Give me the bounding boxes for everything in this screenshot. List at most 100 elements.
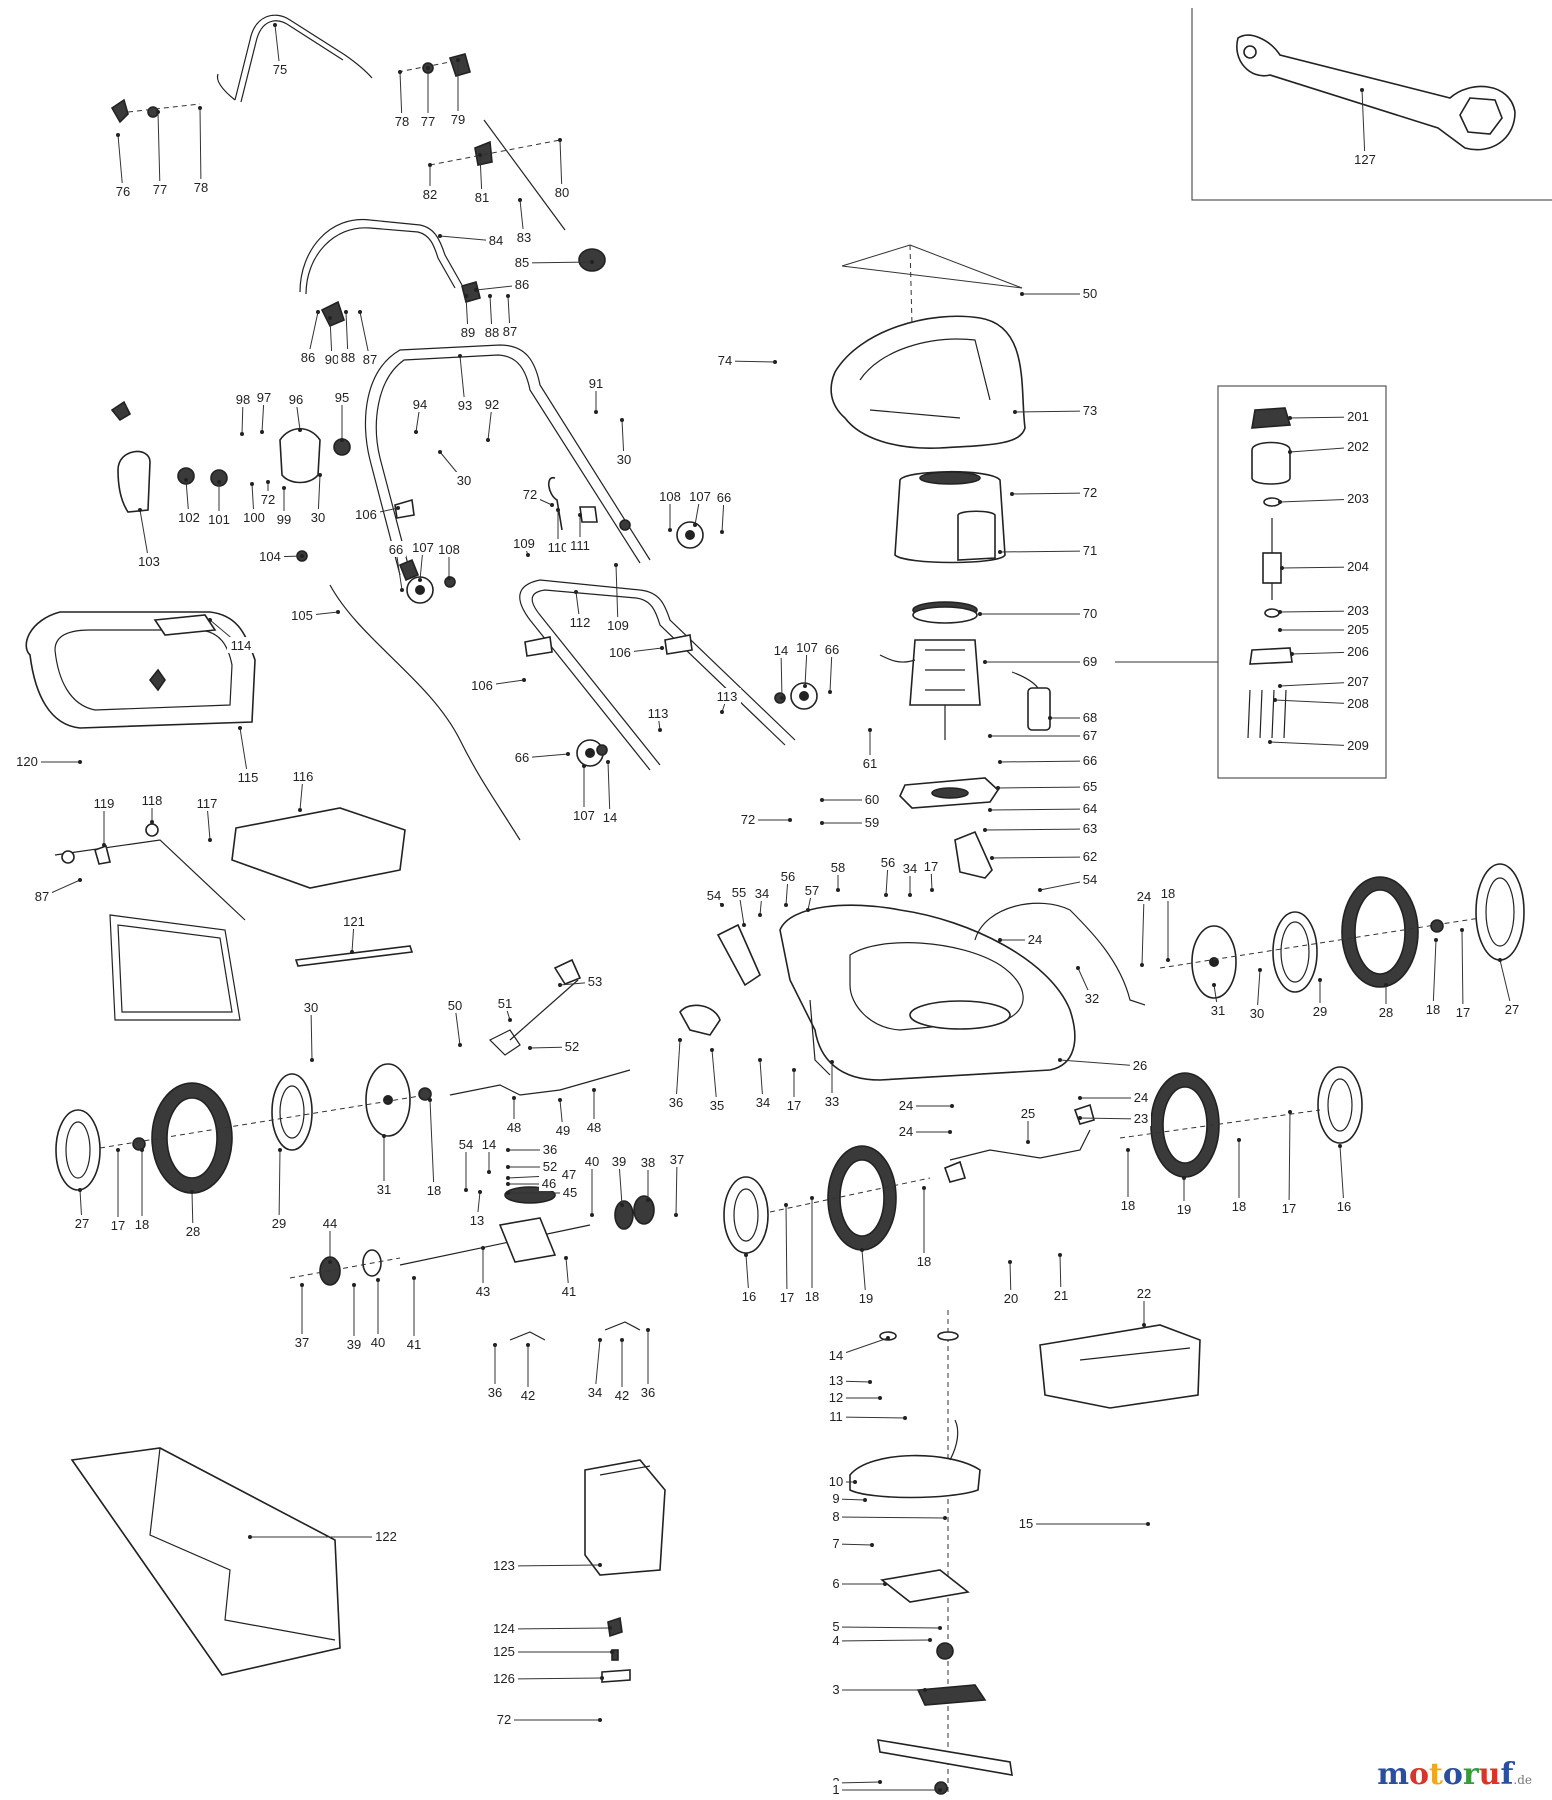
- leader-dot: [238, 726, 242, 730]
- callout-label-118: 118: [142, 793, 163, 808]
- callout-label-bg: [704, 887, 724, 903]
- callout-label-bg: [778, 868, 798, 884]
- leader-dot: [558, 983, 562, 987]
- callout-label-bg: [830, 1535, 842, 1551]
- callout-label-bg: [570, 807, 598, 823]
- leader-dot: [1008, 1260, 1012, 1264]
- callout-label-28: 28: [1379, 1005, 1393, 1020]
- leader-dot: [273, 23, 277, 27]
- callout-label-40: 40: [371, 1335, 385, 1350]
- callout-label-bg: [518, 1387, 538, 1403]
- callout-label-bg: [1423, 1001, 1443, 1017]
- callout-label-bg: [1453, 1004, 1473, 1020]
- callout-label-125: 125: [493, 1644, 515, 1659]
- leader-dot: [803, 684, 807, 688]
- callout-label-88: 88: [341, 350, 355, 365]
- callout-label-bg: [1080, 484, 1100, 500]
- callout-label-bg: [586, 375, 606, 391]
- leader-dot: [1360, 88, 1364, 92]
- callout-label-97: 97: [257, 390, 271, 405]
- leader-line: [1432, 939, 1437, 1011]
- callout-label-77: 77: [421, 114, 435, 129]
- leader-dot: [784, 903, 788, 907]
- callout-label-107: 107: [796, 640, 818, 655]
- leader-dot: [660, 646, 664, 650]
- callout-label-bg: [1080, 800, 1100, 816]
- callout-label-36: 36: [543, 1142, 557, 1157]
- callout-label-bg: [559, 1283, 579, 1299]
- leader-dot: [414, 430, 418, 434]
- callout-label-bg: [512, 749, 532, 765]
- callout-label-50: 50: [448, 998, 462, 1013]
- leader-dot: [116, 1148, 120, 1152]
- callout-label-80: 80: [555, 185, 569, 200]
- leader-line: [999, 550, 1091, 553]
- callout-label-bg: [612, 1387, 632, 1403]
- leader-dot: [668, 528, 672, 532]
- leader-dot: [988, 808, 992, 812]
- callout-label-bg: [802, 1288, 822, 1304]
- callout-label-bg: [1018, 1105, 1038, 1121]
- callout-label-84: 84: [489, 233, 503, 248]
- callout-label-66: 66: [1083, 753, 1097, 768]
- leader-dot: [487, 1170, 491, 1174]
- callout-label-66: 66: [717, 490, 731, 505]
- leader-dot: [526, 553, 530, 557]
- callout-label-bg: [539, 1175, 559, 1191]
- callout-label-bg: [878, 854, 898, 870]
- callout-label-109: 109: [607, 618, 629, 633]
- callout-label-30: 30: [304, 1000, 318, 1015]
- leader-line: [1361, 89, 1366, 161]
- callout-label-207: 207: [1347, 674, 1369, 689]
- callout-label-bg: [13, 753, 41, 769]
- lower-handle-illustration: [519, 579, 796, 771]
- leader-line: [117, 134, 124, 193]
- callout-label-204: 204: [1347, 559, 1369, 574]
- callout-label-69: 69: [1083, 654, 1097, 669]
- leader-dot: [458, 354, 462, 358]
- leader-dot: [278, 1148, 282, 1152]
- leader-dot: [478, 153, 482, 157]
- callout-label-59: 59: [865, 815, 879, 830]
- callout-label-34: 34: [903, 861, 917, 876]
- leader-dot: [1142, 1323, 1146, 1327]
- callout-label-bg: [1351, 151, 1379, 167]
- callout-label-bg: [1344, 558, 1372, 574]
- callout-label-46: 46: [542, 1176, 556, 1191]
- leader-dot: [620, 418, 624, 422]
- callout-label-bg: [1334, 1198, 1354, 1214]
- callout-label-bg: [914, 1253, 934, 1269]
- callout-label-bg: [552, 184, 572, 200]
- leader-dot: [1273, 698, 1277, 702]
- callout-label-41: 41: [562, 1284, 576, 1299]
- callout-label-bg: [559, 1166, 579, 1182]
- callout-label-bg: [473, 1283, 493, 1299]
- callout-label-bg: [1080, 653, 1100, 669]
- blade-assembly-illustration: [849, 1310, 1013, 1795]
- brand-letter: f: [1500, 1757, 1514, 1792]
- callout-label-bg: [606, 644, 634, 660]
- callout-label-bg: [258, 491, 278, 507]
- leader-dot: [720, 710, 724, 714]
- callout-label-bg: [1344, 673, 1372, 689]
- callout-label-bg: [752, 885, 772, 901]
- callout-label-bg: [344, 1336, 364, 1352]
- callout-label-bg: [609, 1153, 629, 1169]
- callout-label-bg: [826, 1389, 846, 1405]
- callout-label-bg: [32, 888, 52, 904]
- leader-line: [607, 761, 611, 819]
- callout-label-18: 18: [1232, 1199, 1246, 1214]
- leader-dot: [1146, 1522, 1150, 1526]
- callout-label-85: 85: [515, 255, 529, 270]
- rear-flap-22-illustration: [1039, 1324, 1201, 1409]
- callout-label-51: 51: [498, 996, 512, 1011]
- callout-label-bg: [482, 396, 502, 412]
- leader-dot: [710, 1048, 714, 1052]
- leader-dot: [1126, 1148, 1130, 1152]
- leader-dot: [908, 893, 912, 897]
- callout-label-bg: [644, 705, 672, 721]
- motor-cover-illustration: [830, 244, 1026, 450]
- callout-label-bg: [510, 535, 538, 551]
- callout-label-203: 203: [1347, 491, 1369, 506]
- callout-label-bg: [638, 1384, 658, 1400]
